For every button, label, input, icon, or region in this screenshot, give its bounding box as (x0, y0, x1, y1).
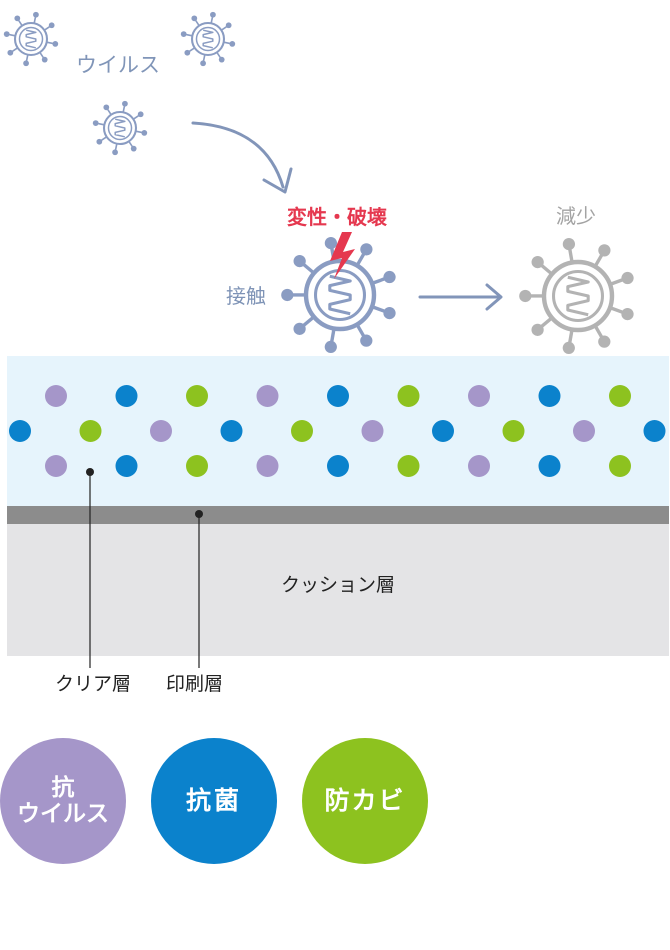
virus-icon (92, 100, 148, 156)
particle-dot (538, 455, 561, 477)
straight-arrow-head-icon (485, 283, 503, 311)
virus-label: ウイルス (76, 53, 160, 77)
particle-dot (45, 455, 67, 477)
cushion-layer-label: クッション層 (281, 574, 396, 596)
particle-dot (432, 420, 454, 442)
antivirus-badge: 抗 ウイルス (0, 738, 126, 864)
particle-dot (397, 455, 420, 477)
virus-icon (3, 11, 59, 67)
particle-dot (9, 420, 31, 442)
clear-layer (7, 356, 669, 506)
particle-dot (609, 455, 631, 477)
reduce-label: 減少 (556, 204, 596, 228)
antibacterial-badge: 抗菌 (151, 738, 277, 864)
particle-dot (643, 420, 666, 442)
particle-dot (327, 385, 349, 407)
print-layer-label: 印刷層 (166, 673, 224, 695)
particle-dot (502, 420, 525, 442)
particle-dot (79, 420, 102, 442)
antivirus-badge-line1: 抗 (51, 774, 75, 801)
particle-dot (220, 420, 243, 442)
particle-dot (256, 455, 279, 477)
particle-dot (115, 455, 138, 477)
antimold-badge: 防カビ (302, 738, 428, 864)
particle-dot (468, 455, 490, 477)
clear-layer-label: クリア層 (55, 673, 132, 695)
particle-dot (45, 385, 67, 407)
particle-dot (150, 420, 172, 442)
destroy-label: 変性・破壊 (287, 205, 387, 229)
virus-icon (180, 11, 236, 67)
particle-dot (256, 385, 279, 407)
curved-arrow-head-icon (262, 167, 293, 194)
antibacterial-badge-label: 抗菌 (185, 785, 242, 815)
particle-dot (115, 385, 138, 407)
particle-dot (609, 385, 631, 407)
particle-dot (361, 420, 384, 442)
particle-dot (186, 385, 208, 407)
particle-dot (186, 455, 208, 477)
particle-dots (9, 385, 666, 477)
particle-dot (291, 420, 313, 442)
print-layer-leader-dot (195, 510, 203, 518)
particle-dot (468, 385, 490, 407)
particle-dot (397, 385, 420, 407)
virus-icon (281, 236, 396, 354)
particle-dot (327, 455, 349, 477)
particle-dot (538, 385, 561, 407)
print-layer (7, 506, 669, 524)
particle-dot (573, 420, 595, 442)
curved-arrow-icon (191, 121, 285, 189)
antimold-badge-label: 防カビ (324, 785, 406, 815)
cushion-layer (7, 524, 669, 656)
contact-label: 接触 (226, 284, 266, 308)
antivirus-badge-line2: ウイルス (17, 801, 109, 827)
lightning-icon (330, 232, 355, 279)
viruses (3, 11, 634, 355)
virus-icon (519, 237, 634, 355)
clear-layer-leader-dot (86, 468, 94, 476)
